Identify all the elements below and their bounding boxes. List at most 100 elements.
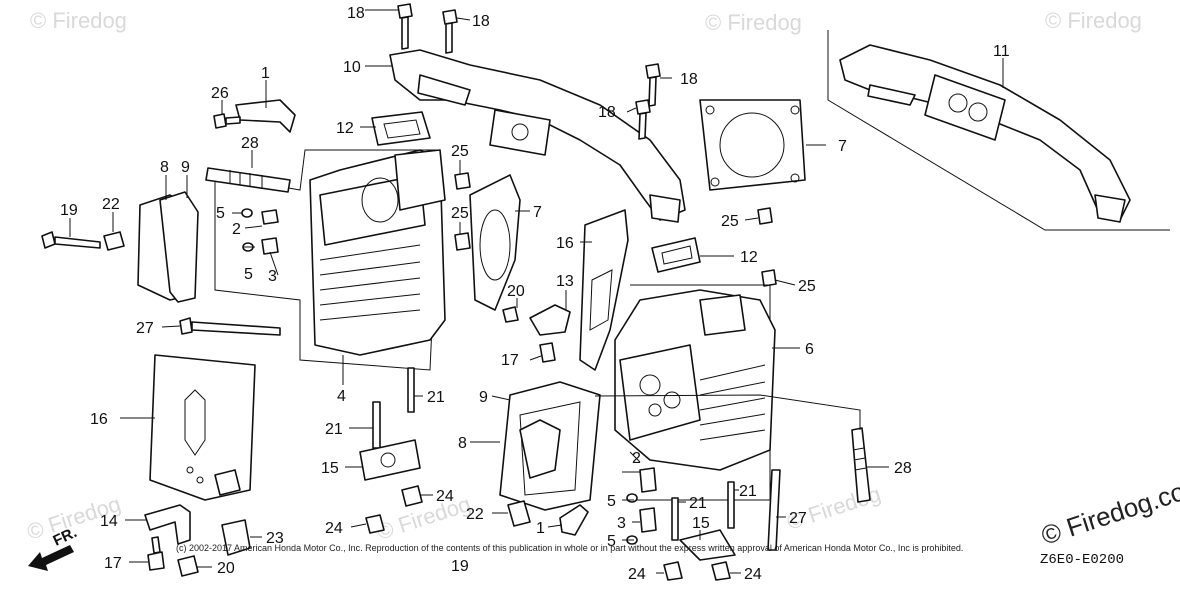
- callout-5: 5: [607, 533, 616, 550]
- part-bracket-14: [144, 504, 191, 545]
- callout-8: 8: [458, 435, 467, 452]
- callout-20: 20: [217, 560, 235, 577]
- callout-7: 7: [838, 138, 847, 155]
- watermark-faint: © Firedog: [374, 491, 474, 545]
- callout-24: 24: [436, 488, 454, 505]
- callout-11: 11: [993, 43, 1010, 60]
- callout-22: 22: [466, 506, 484, 523]
- part-nuts-24: [365, 485, 731, 581]
- callout-25: 25: [451, 143, 469, 160]
- part-head-cover-left: [137, 191, 199, 303]
- callout-25: 25: [721, 213, 739, 230]
- callout-28: 28: [894, 460, 912, 477]
- callout-2: 2: [632, 450, 641, 467]
- part-dowels-left: [241, 208, 279, 255]
- part-gasket-12-middle: [651, 237, 701, 273]
- callout-5: 5: [607, 493, 616, 510]
- callout-21: 21: [325, 421, 343, 438]
- part-bracket-13: [529, 304, 571, 336]
- callout-21: 21: [739, 483, 757, 500]
- callout-3: 3: [617, 515, 626, 532]
- part-bolt-19: [41, 231, 101, 249]
- part-gasket-15-bottom: [679, 529, 736, 561]
- callout-24: 24: [744, 566, 762, 583]
- callout-17: 17: [104, 555, 122, 572]
- callout-1: 1: [261, 65, 270, 82]
- callout-21: 21: [689, 495, 707, 512]
- callout-12: 12: [740, 249, 758, 266]
- callouts: 1 26 28 8 9 19 22 5 2 5 3 27 16 4 18 18 …: [60, 5, 1010, 583]
- part-cylinder-left: [214, 149, 446, 371]
- part-stud-27-right: [767, 469, 781, 551]
- part-gasket-7-middle: [469, 174, 521, 311]
- callout-27: 27: [789, 510, 807, 527]
- part-gasket-16-middle: [579, 209, 629, 371]
- part-bolt-17-bottom: [147, 536, 165, 571]
- callout-21: 21: [427, 389, 445, 406]
- callout-15: 15: [692, 515, 710, 532]
- callout-16: 16: [556, 235, 574, 252]
- part-bolt-20-mid: [502, 306, 519, 323]
- part-nut-22-bottom: [507, 500, 531, 527]
- callout-19: 19: [451, 558, 469, 575]
- callout-13: 13: [556, 273, 574, 290]
- callout-27: 27: [136, 320, 154, 337]
- callout-15: 15: [321, 460, 339, 477]
- part-bracket-23: [221, 519, 251, 556]
- watermark-faint: © Firedog: [705, 10, 802, 35]
- part-bolt-17-mid: [539, 342, 556, 363]
- front-arrow-icon: [28, 545, 74, 571]
- callout-1: 1: [536, 520, 545, 537]
- callout-24: 24: [628, 566, 646, 583]
- callout-3: 3: [268, 268, 277, 285]
- callout-9: 9: [479, 389, 488, 406]
- watermark-faint: © Firedog: [30, 8, 127, 33]
- part-intake-manifold-right: [827, 30, 1170, 231]
- callout-18: 18: [680, 71, 698, 88]
- part-stud-27-left: [179, 317, 281, 336]
- part-bracket-1-bottom: [559, 504, 589, 536]
- part-collars-25: [454, 172, 777, 287]
- callout-22: 22: [102, 196, 120, 213]
- callout-16: 16: [90, 411, 108, 428]
- part-intake-manifold-center: [389, 49, 686, 223]
- part-nut-20-bottom: [177, 555, 199, 577]
- copyright-notice: (c) 2002-2017 American Honda Motor Co., …: [176, 543, 963, 553]
- callout-2: 2: [232, 221, 241, 238]
- callout-26: 26: [211, 85, 229, 102]
- callout-5: 5: [216, 205, 225, 222]
- callout-12: 12: [336, 120, 354, 137]
- callout-25: 25: [798, 278, 816, 295]
- part-cylinder-head-right: [614, 284, 776, 501]
- part-bolt-26: [213, 113, 241, 129]
- callout-28: 28: [241, 135, 259, 152]
- callout-8: 8: [160, 159, 169, 176]
- part-dowels-right: [626, 467, 657, 545]
- callout-5: 5: [244, 266, 253, 283]
- part-bolts-18: [397, 3, 661, 140]
- part-gasket-15: [359, 439, 421, 481]
- callout-10: 10: [343, 59, 361, 76]
- callout-17: 17: [501, 352, 519, 369]
- callout-18: 18: [598, 104, 616, 121]
- callout-25: 25: [451, 205, 469, 222]
- callout-6: 6: [805, 341, 814, 358]
- part-shroud-16-left: [149, 354, 256, 501]
- callout-19: 19: [60, 202, 78, 219]
- callout-18: 18: [472, 13, 490, 30]
- watermark-faint: © Firedog: [1045, 8, 1142, 33]
- callout-18: 18: [347, 5, 365, 22]
- part-spark-plug-28-left: [205, 167, 291, 193]
- part-nut-22-left: [103, 231, 125, 251]
- callout-9: 9: [181, 159, 190, 176]
- part-gasket-7-top: [699, 99, 806, 191]
- callout-24: 24: [325, 520, 343, 537]
- callout-23: 23: [266, 530, 284, 547]
- leader-lines: [69, 9, 1004, 574]
- diagram-code: Z6E0-E0200: [1040, 552, 1124, 568]
- callout-14: 14: [100, 513, 118, 530]
- part-gasket-12-top: [371, 111, 431, 146]
- callout-7: 7: [533, 204, 542, 221]
- callout-20: 20: [507, 283, 525, 300]
